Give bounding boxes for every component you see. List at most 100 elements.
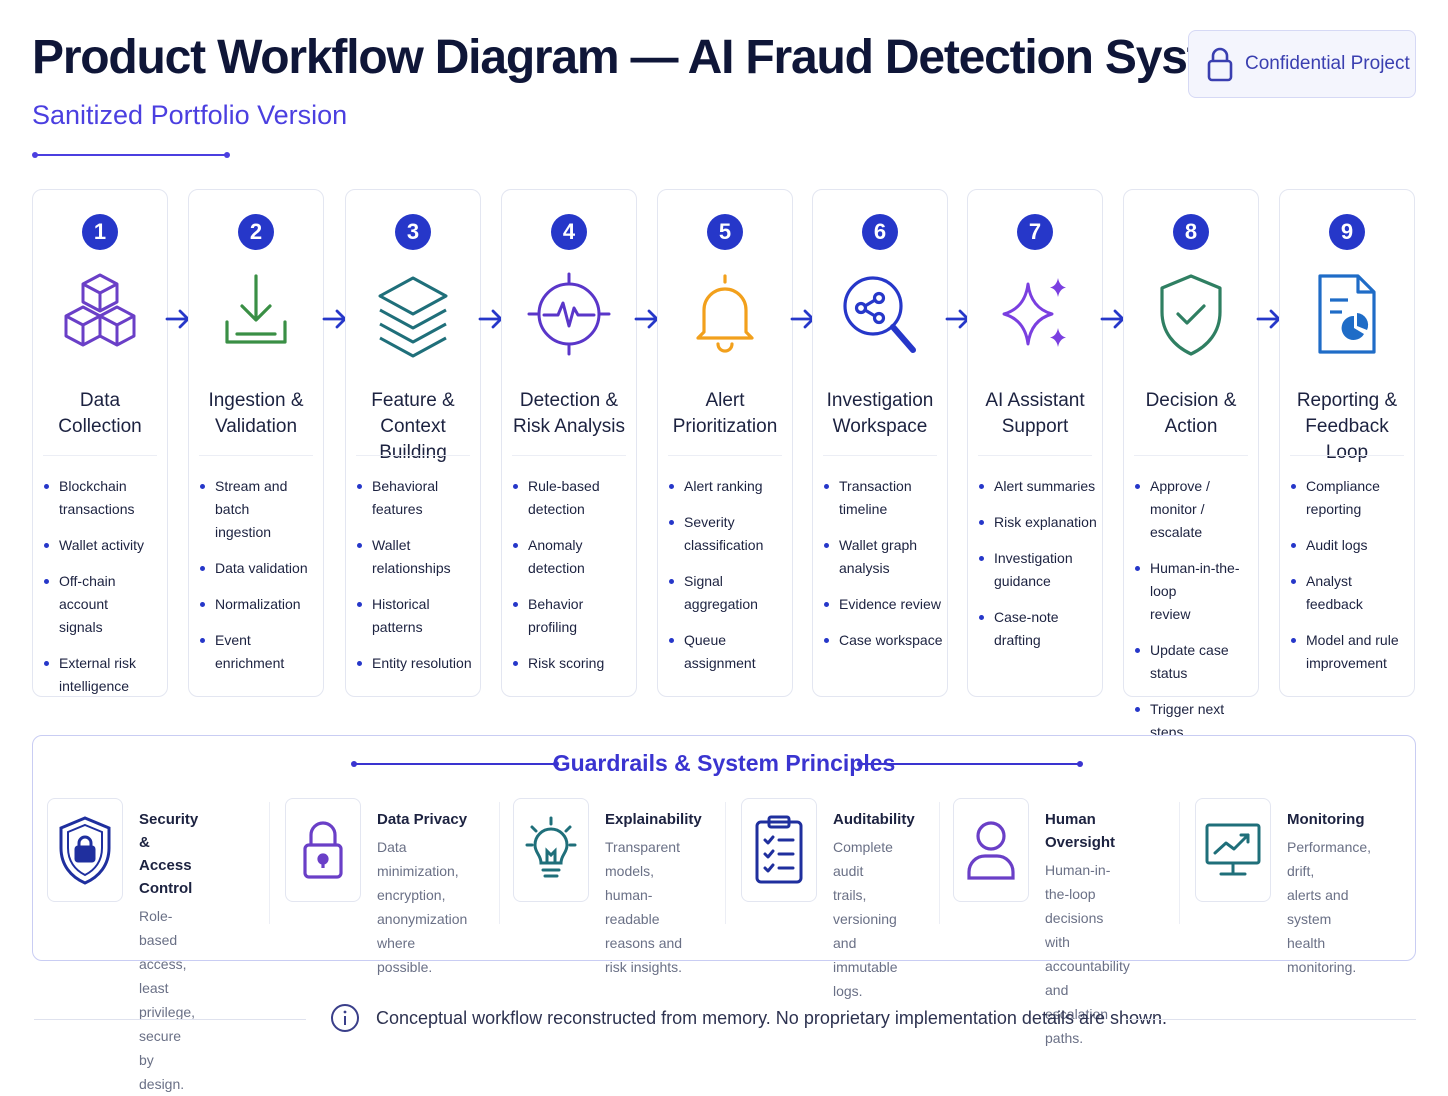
guardrail-description-line: Data minimization, [377,839,459,879]
guardrail-separator [939,802,940,924]
step-title-line: Alert [705,390,745,411]
guardrail-title-line: Monitoring [1287,811,1365,828]
guardrail-icon-box [513,798,589,902]
step-list-item: Data validation [197,557,319,580]
step-list-item-line: timeline [839,501,888,517]
shield-check-icon [1160,274,1222,356]
workflow-step-card: 3 Feature &Context Building Behavioral f… [345,189,481,697]
step-list-item-line: reporting [1306,501,1362,517]
guardrail-description-line: human-readable [605,887,660,927]
sparkles-icon [1002,278,1066,347]
step-list-item-line: Compliance [1306,478,1380,494]
step-title-line: Prioritization [672,416,778,437]
step-title: Decision &Action [1128,388,1254,440]
guardrails-panel: Guardrails & System Principles Security … [32,735,1416,1092]
step-list-item-line: drafting [994,632,1041,648]
step-list-item: Risk explanation [976,511,1098,534]
step-title: Feature & Context Building [350,388,476,466]
clipboard-checklist-icon [753,814,805,886]
guardrail-description-line: trails, versioning [833,887,897,927]
step-list-item: Event enrichment [197,629,319,675]
step-list-item-line: Model and rule [1306,632,1399,648]
step-list-item: Update case status [1132,639,1254,685]
guardrails-title: Guardrails & System Principles [552,750,896,776]
step-list-item-line: classification [684,537,764,553]
step-list-item-line: Blockchain [59,478,127,494]
guardrail-title-line: Auditability [833,811,915,828]
step-list-item-line: escalate [1150,524,1203,540]
guardrail-description-line: health monitoring. [1287,935,1357,975]
confidential-badge: Confidential Project [1188,30,1416,98]
step-title-line: Feature & [371,390,455,411]
guardrail-description: Role-based access,least privilege,secure… [139,904,198,1096]
step-list-item-line: Stream and batch [215,478,288,517]
step-list-item: Risk scoring [510,652,632,675]
guardrail-icon-box [741,798,817,902]
step-list-item-line: Anomaly detection [528,537,585,576]
step-title-line: Support [1001,416,1069,437]
flow-arrow-icon [322,309,346,329]
step-list-item-line: Risk explanation [994,514,1097,530]
cubes-icon [64,273,136,347]
step-list-item: Historical patterns [354,593,476,639]
step-number-badge: 8 [1173,214,1209,250]
bell-icon [696,274,754,353]
step-list-item-line: Event enrichment [215,632,285,671]
guardrail-separator [725,802,726,924]
step-list-item: Model and rule improvement [1288,629,1410,675]
guardrail-separator [499,802,500,924]
step-list-item: Analyst feedback [1288,570,1410,616]
padlock-icon [1207,47,1233,82]
guardrail-title: Human Oversight [1045,808,1130,854]
step-list-item-line: Off-chain account [59,573,116,612]
guardrail-title-line: Access Control [139,857,193,897]
step-title: Ingestion &Validation [193,388,319,440]
step-list-item-line: detection [528,501,585,517]
report-document-icon [1318,274,1376,354]
step-list-item-line: Signal aggregation [684,573,758,612]
step-title-line: Context Building [379,416,447,463]
step-title-line: Validation [214,416,298,437]
guardrail-description-line: least privilege, [139,980,196,1020]
guardrail-description-line: risk insights. [605,959,683,975]
step-list-item-line: improvement [1306,655,1387,671]
step-list-item-line: Wallet graph [839,537,918,553]
step-list-item-line: Transaction [839,478,912,494]
step-list-item: Entity resolution [354,652,476,675]
step-list-item: Wallet activity [41,534,163,557]
step-list-item-line: Alert ranking [684,478,763,494]
step-list-item-line: review [1150,606,1191,622]
step-list-item-line: Wallet activity [59,537,145,553]
footer-divider-right [1126,1019,1416,1020]
step-list-item: Behavioral features [354,475,476,521]
step-divider [356,455,470,456]
step-list-item: Alert ranking [666,475,788,498]
step-list-item-line: analysis [839,560,890,576]
step-title-line: Feedback Loop [1305,416,1389,463]
guardrail-description-line: where possible. [377,935,433,975]
step-list-item: Behavior profiling [510,593,632,639]
guardrail-description-line: alerts and system [1287,887,1349,927]
step-list-item: Transaction timeline [821,475,943,521]
info-icon [331,1004,359,1032]
guardrail-description-line: logs. [833,983,863,999]
step-title-line: Action [1164,416,1218,437]
step-list-item-line: Audit logs [1306,537,1368,553]
guardrail-title: Security &Access Control [139,808,198,900]
step-list-item: Anomaly detection [510,534,632,580]
step-title-line: Data Collection [58,390,142,437]
graph-magnifier-icon [843,276,916,353]
guardrail-title-line: Data Privacy [377,811,468,828]
step-list-item-line: Alert summaries [994,478,1096,494]
step-divider [43,455,157,456]
step-title: Data Collection [37,388,163,440]
